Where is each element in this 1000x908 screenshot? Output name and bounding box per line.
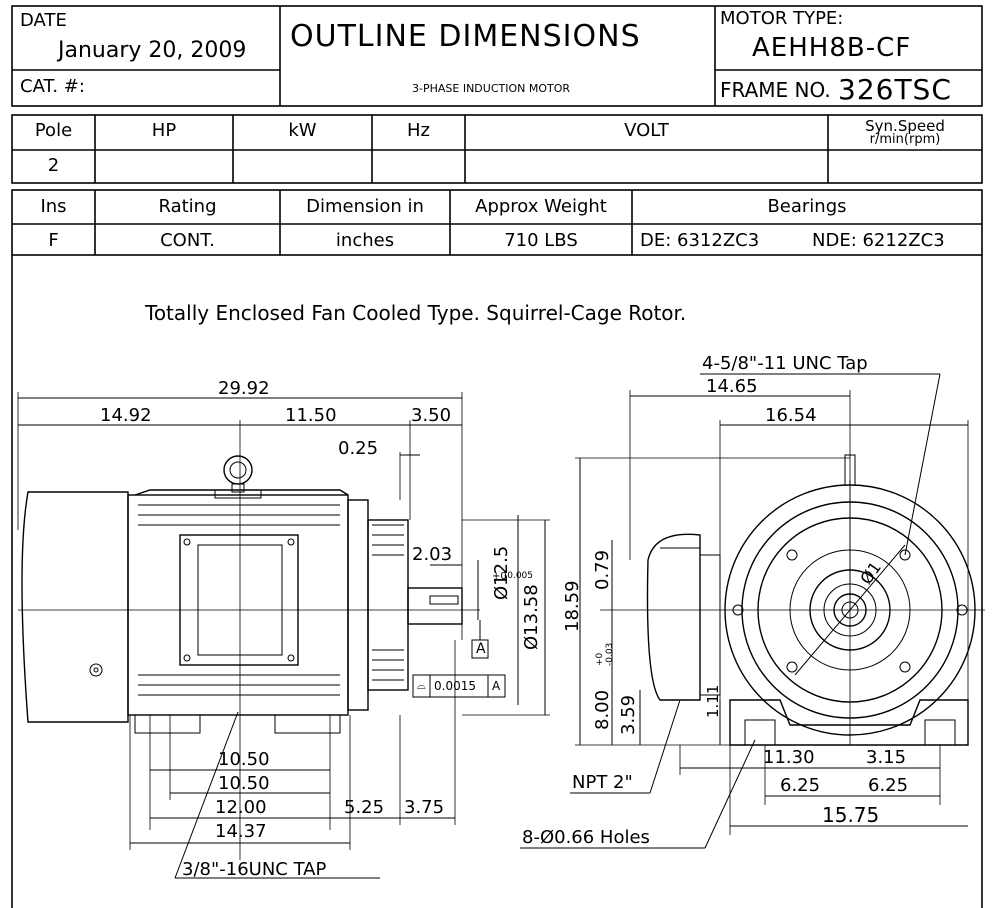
datum-label: A bbox=[476, 641, 486, 657]
dim-bottom-10-50-a: 10.50 bbox=[218, 749, 270, 770]
col-header-dimension: Dimension in bbox=[306, 196, 424, 217]
dim-end-tol-plus: +0 bbox=[595, 652, 605, 666]
cell-pole-value: 2 bbox=[47, 155, 60, 176]
dim-end-16-54: 16.54 bbox=[765, 405, 817, 426]
holes-label: 8-Ø0.66 Holes bbox=[522, 827, 650, 848]
fcf-datum: A bbox=[492, 679, 501, 693]
dim-overall-length: 29.92 bbox=[218, 378, 270, 399]
cell-bearing-de: DE: 6312ZC3 bbox=[640, 230, 760, 251]
dim-end-11-30: 11.30 bbox=[763, 747, 815, 768]
motor-description: Totally Enclosed Fan Cooled Type. Squirr… bbox=[145, 301, 687, 325]
fcf-tolerance: 0.0015 bbox=[434, 679, 476, 693]
drawing-subtitle: 3-PHASE INDUCTION MOTOR bbox=[412, 82, 571, 95]
col-header-syn-speed: Syn.Speed bbox=[865, 117, 945, 135]
dim-side-2-03: 2.03 bbox=[412, 544, 453, 565]
tol-plus: +0 bbox=[492, 571, 507, 582]
fcf-symbol: ⌓ bbox=[417, 679, 426, 692]
dim-end-6-25-a: 6.25 bbox=[780, 775, 821, 796]
cell-bearing-nde: NDE: 6212ZC3 bbox=[812, 230, 945, 251]
dim-end-1-11: 1.11 bbox=[704, 684, 722, 718]
col-header-pole: Pole bbox=[34, 120, 73, 141]
dim-bottom-14-37: 14.37 bbox=[215, 821, 267, 842]
cell-rating-value: CONT. bbox=[160, 230, 215, 251]
motor-type-label: MOTOR TYPE: bbox=[720, 8, 844, 29]
dim-bottom-12-00: 12.00 bbox=[215, 797, 267, 818]
dim-end-6-25-b: 6.25 bbox=[868, 775, 909, 796]
npt-label: NPT 2" bbox=[572, 772, 633, 793]
dim-end-14-65: 14.65 bbox=[706, 376, 758, 397]
dim-bottom-10-50-b: 10.50 bbox=[218, 773, 270, 794]
dim-end-0-79: 0.79 bbox=[592, 549, 613, 590]
frame-value: 326TSC bbox=[838, 73, 952, 106]
tap-label-side: 3/8"-16UNC TAP bbox=[182, 859, 327, 880]
col-header-hz: Hz bbox=[407, 120, 430, 141]
frame-label: FRAME NO. bbox=[720, 78, 831, 102]
tap-label-end: 4-5/8"-11 UNC Tap bbox=[702, 353, 868, 374]
dim-side-3-50: 3.50 bbox=[411, 405, 452, 426]
col-header-hp: HP bbox=[151, 120, 177, 141]
col-header-ins: Ins bbox=[40, 196, 67, 217]
cell-dimension-value: inches bbox=[335, 230, 395, 251]
tol-minus: -0.005 bbox=[504, 571, 534, 581]
dim-end-8-00: 8.00 bbox=[592, 689, 613, 730]
col-header-weight: Approx Weight bbox=[475, 196, 607, 217]
dim-side-14-92: 14.92 bbox=[100, 405, 152, 426]
col-header-bearings: Bearings bbox=[767, 196, 847, 217]
col-header-kw: kW bbox=[288, 120, 317, 141]
motor-type-value: AEHH8B-CF bbox=[752, 33, 912, 63]
dim-end-tol-minus: -0.03 bbox=[605, 642, 615, 666]
cell-weight-value: 710 LBS bbox=[504, 230, 578, 251]
dim-end-3-59: 3.59 bbox=[618, 694, 639, 735]
dim-end-15-75: 15.75 bbox=[822, 803, 880, 827]
col-header-volt: VOLT bbox=[624, 120, 669, 141]
dim-side-11-50: 11.50 bbox=[285, 405, 337, 426]
dim-end-18-59: 18.59 bbox=[562, 580, 583, 632]
col-header-rpm: r/min(rpm) bbox=[869, 132, 941, 147]
date-value: January 20, 2009 bbox=[58, 38, 247, 63]
dim-bottom-5-25: 5.25 bbox=[344, 797, 385, 818]
cell-ins-value: F bbox=[48, 230, 59, 251]
dim-end-3-15: 3.15 bbox=[866, 747, 907, 768]
dim-side-0-25: 0.25 bbox=[338, 438, 379, 459]
cat-label: CAT. #: bbox=[20, 76, 85, 97]
col-header-rating: Rating bbox=[158, 196, 217, 217]
drawing-title: OUTLINE DIMENSIONS bbox=[290, 19, 641, 54]
dim-bottom-3-75: 3.75 bbox=[404, 797, 445, 818]
date-label: DATE bbox=[20, 10, 67, 31]
